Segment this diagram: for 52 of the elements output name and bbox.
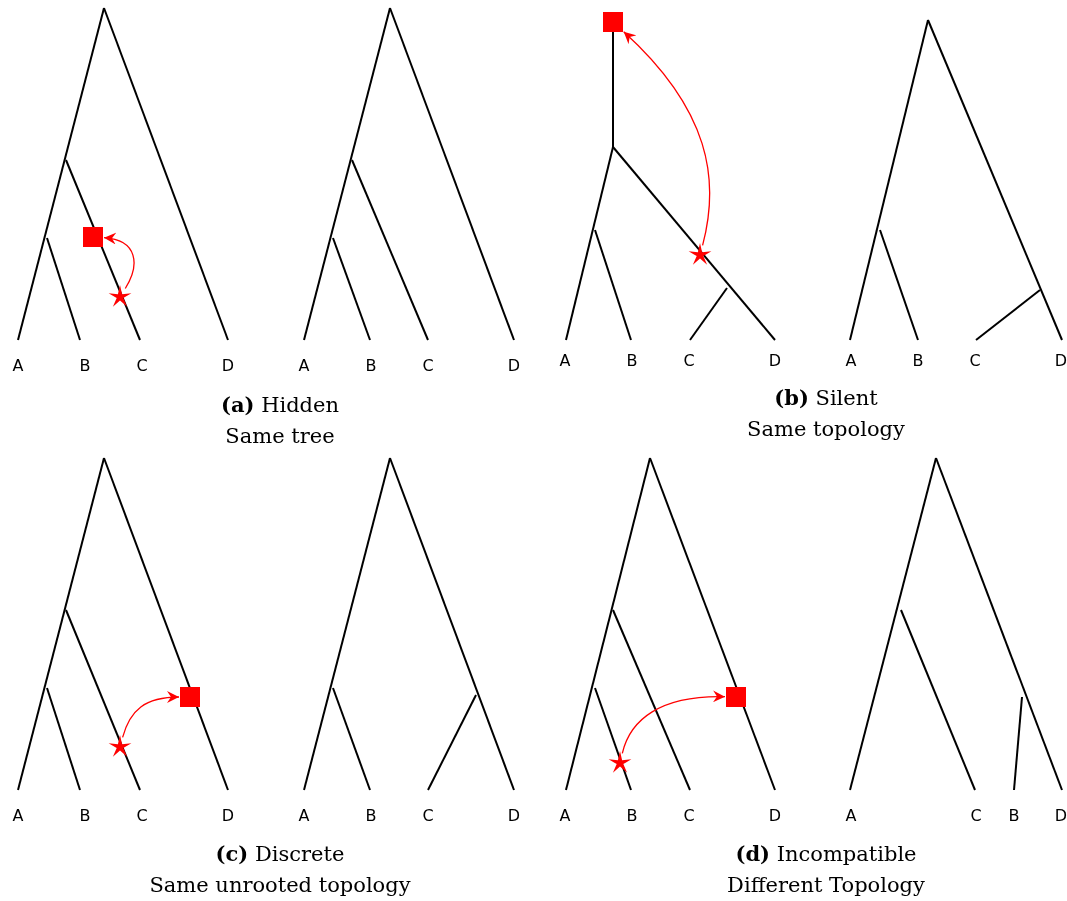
taxon-label: B [626, 350, 638, 370]
taxon-label: D [221, 355, 235, 375]
taxon-label: A [12, 355, 24, 375]
taxon-label: D [507, 805, 521, 825]
taxon-label: A [12, 805, 24, 825]
taxon-label: A [298, 805, 310, 825]
taxon-label: A [845, 805, 857, 825]
taxon-label: D [1054, 350, 1067, 370]
taxon-label: C [422, 355, 434, 375]
star-marker [108, 735, 132, 759]
taxon-label: C [970, 805, 982, 825]
taxon-label: D [221, 805, 235, 825]
taxon-label: D [1054, 805, 1067, 825]
taxon-label: C [683, 350, 695, 370]
taxon-label: C [683, 805, 695, 825]
taxon-label: A [559, 805, 571, 825]
taxon-label: B [912, 350, 924, 370]
star-marker [108, 285, 132, 309]
caption-subtitle: Same tree [225, 424, 335, 448]
curved-arrow [103, 233, 135, 290]
taxon-label: A [298, 355, 310, 375]
taxon-label: B [79, 355, 91, 375]
taxon-label: A [845, 350, 857, 370]
curved-arrow [621, 690, 726, 754]
taxon-label: D [768, 350, 782, 370]
curved-arrow [121, 691, 180, 738]
square-marker [83, 227, 103, 247]
caption-subtitle: Same unrooted topology [149, 873, 411, 897]
taxon-label: C [136, 355, 148, 375]
taxon-label: B [79, 805, 91, 825]
square-marker [726, 687, 746, 707]
taxon-label: D [507, 355, 521, 375]
taxon-label: B [626, 805, 638, 825]
taxon-label: D [768, 805, 782, 825]
taxon-label: B [365, 355, 377, 375]
taxon-label: B [1008, 805, 1020, 825]
taxon-label: C [969, 350, 981, 370]
caption-subtitle: Different Topology [727, 873, 925, 897]
square-marker [603, 12, 623, 32]
taxon-label: A [559, 350, 571, 370]
taxon-label: C [422, 805, 434, 825]
square-marker [180, 687, 200, 707]
subfigure-caption: (c) Discrete [215, 840, 345, 866]
taxon-label: B [365, 805, 377, 825]
star-marker [608, 751, 632, 775]
taxon-label: C [136, 805, 148, 825]
subfigure-caption: (d) Incompatible [735, 840, 917, 866]
subfigure-caption: (a) Hidden [221, 391, 339, 417]
star-marker [688, 243, 712, 267]
subfigure-caption: (b) Silent [774, 384, 878, 410]
caption-subtitle: Same topology [747, 417, 905, 441]
curved-arrow [623, 31, 711, 246]
